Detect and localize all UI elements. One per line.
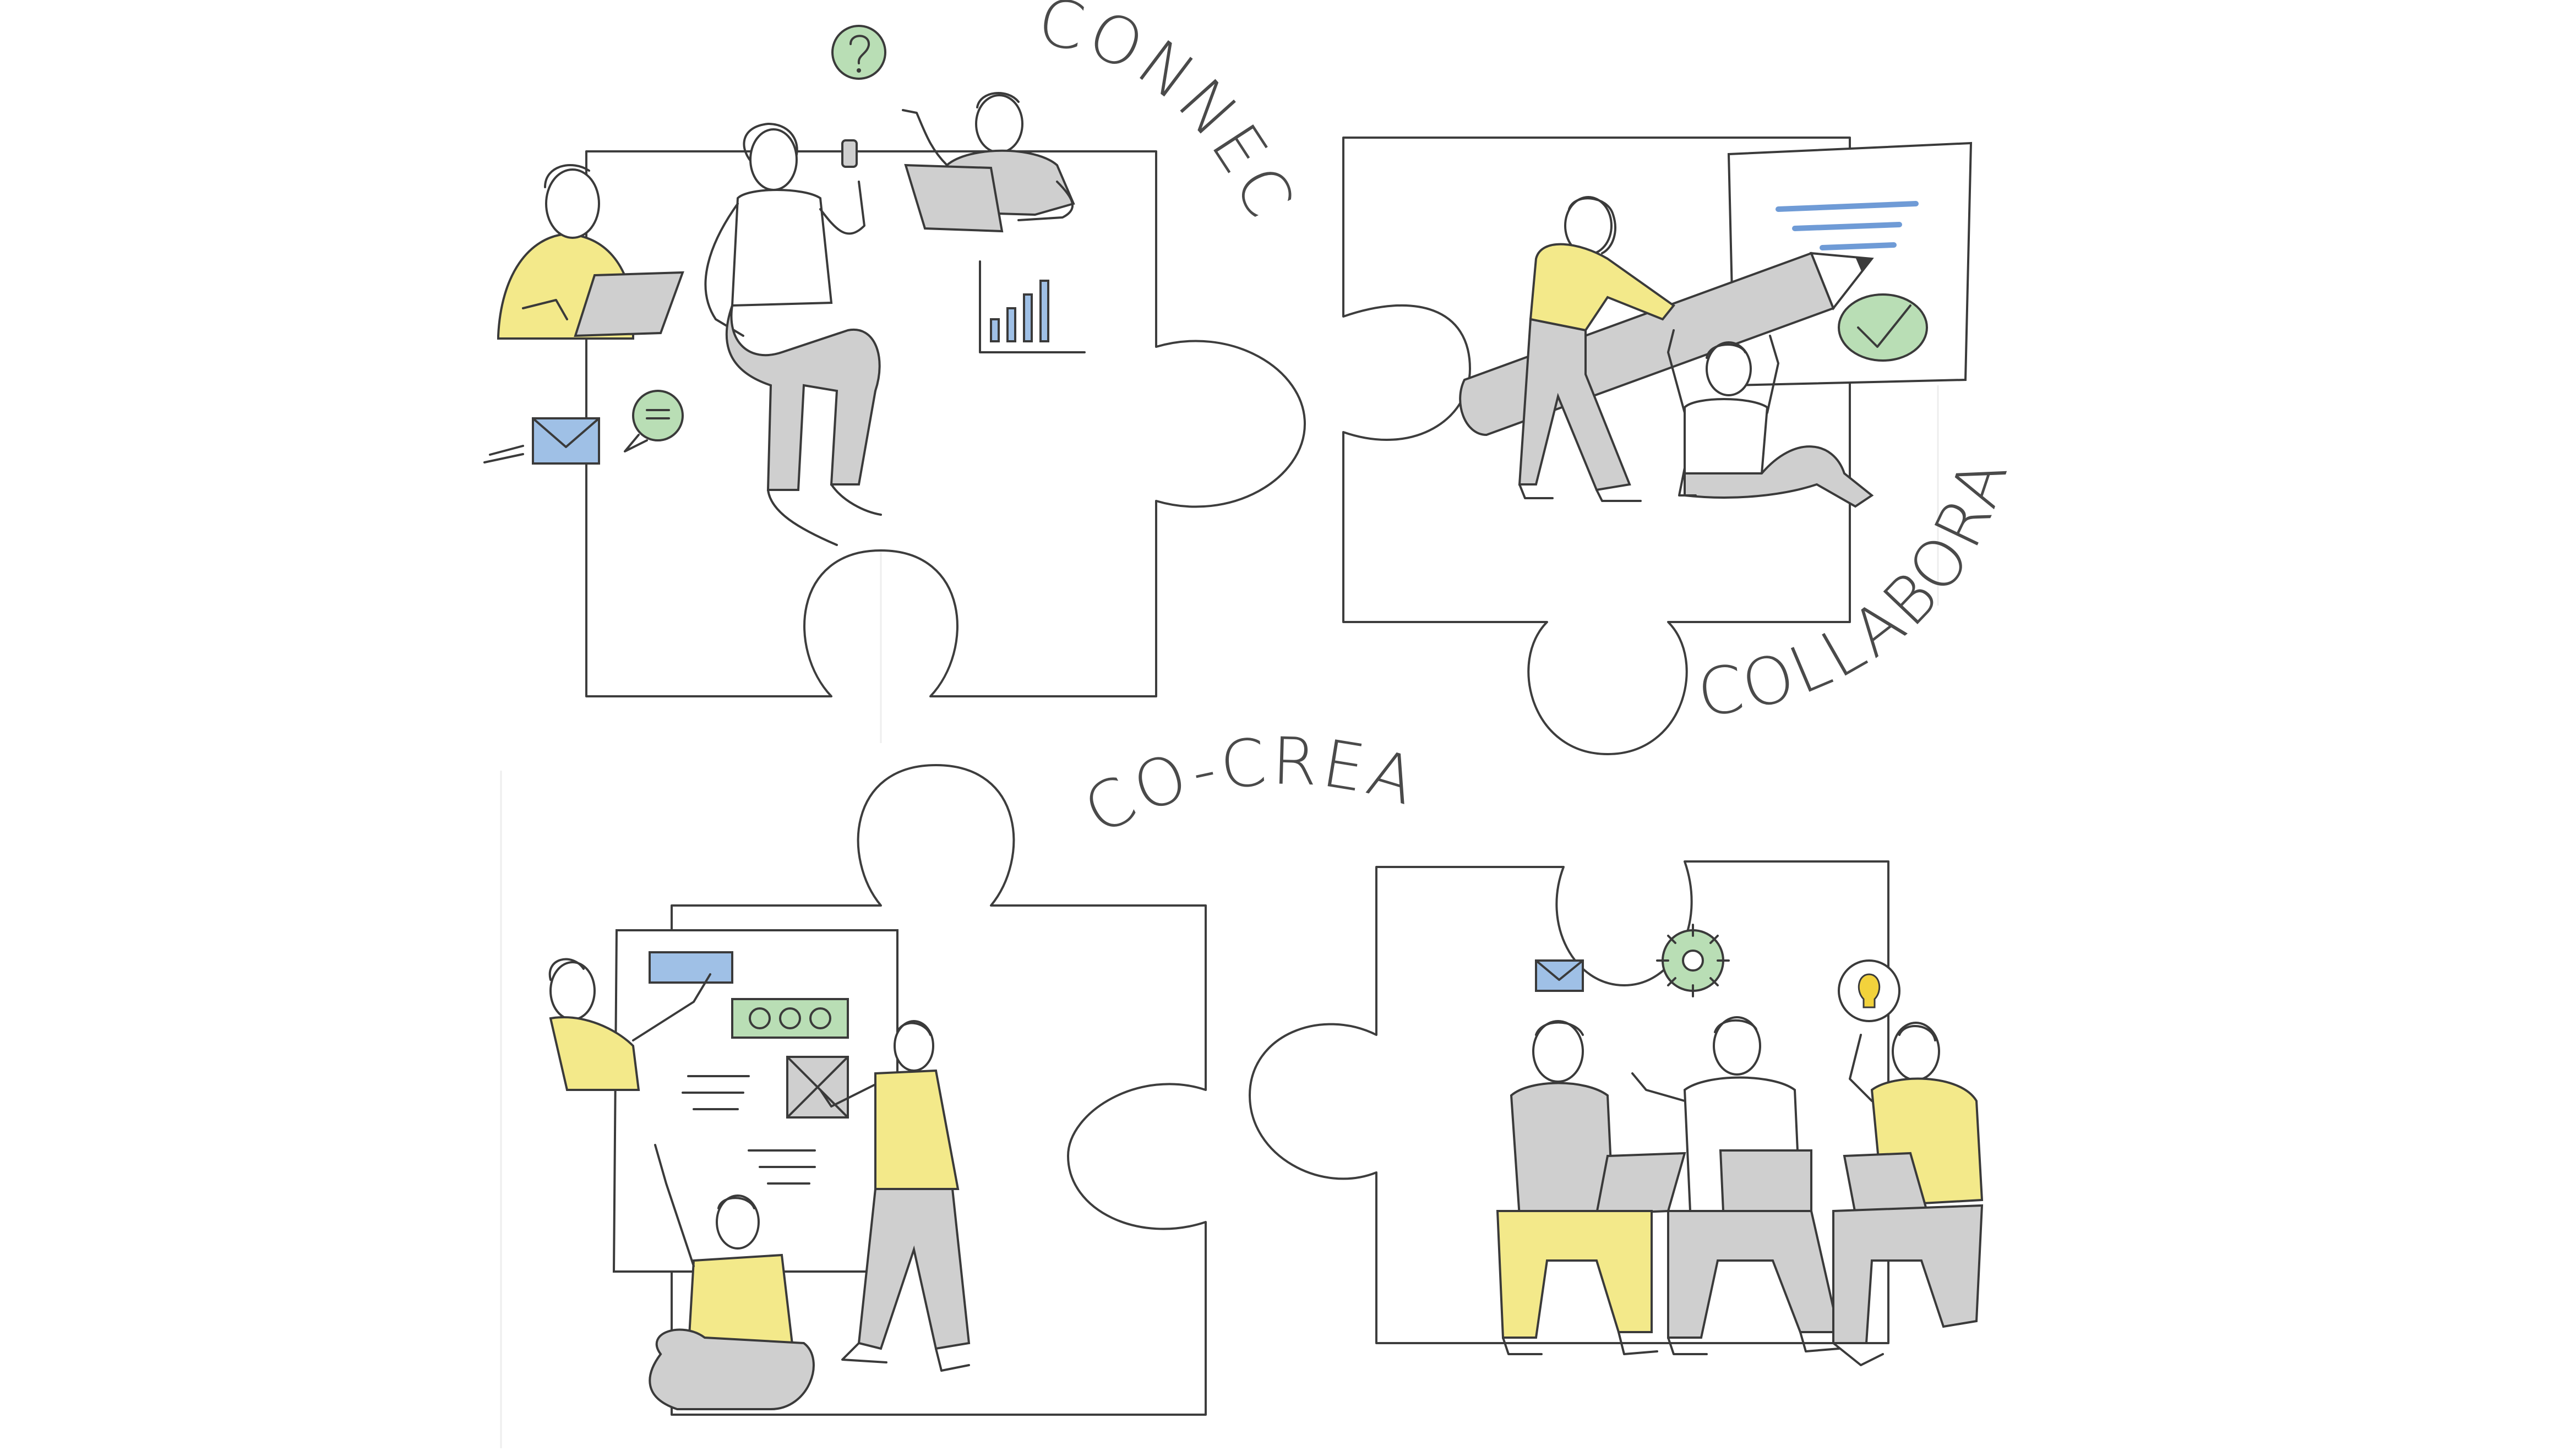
person-waving-with-laptop bbox=[902, 92, 1075, 233]
person-with-laptop-left bbox=[497, 164, 684, 340]
lightbulb-icon bbox=[1838, 959, 1900, 1022]
question-bubble-icon bbox=[831, 25, 886, 80]
puzzle-piece-teamwork bbox=[1249, 860, 1984, 1366]
gear-icon bbox=[1656, 924, 1730, 997]
person-kneeling-holding-pencil bbox=[1667, 329, 1874, 508]
puzzle-piece-collaborate bbox=[1342, 137, 1973, 755]
person-seated-raising-hand bbox=[649, 1144, 815, 1410]
envelope-icon-teamwork bbox=[1535, 959, 1584, 992]
background-guides bbox=[500, 385, 1939, 1448]
puzzle-piece-co-create bbox=[548, 764, 1207, 1416]
person-pushing-pencil bbox=[1518, 196, 1675, 502]
chat-bubble-icon bbox=[624, 390, 684, 452]
puzzle-piece-connect bbox=[483, 25, 1306, 697]
whiteboard bbox=[612, 929, 898, 1273]
person-gesturing-with-laptop bbox=[1631, 1016, 1840, 1355]
person-pointing-board-left bbox=[548, 958, 711, 1091]
person-thinking-with-laptop bbox=[1496, 1020, 1686, 1355]
bar-chart-icon bbox=[979, 260, 1086, 353]
person-with-idea bbox=[1832, 1022, 1984, 1366]
person-pointing-board-right bbox=[819, 1020, 971, 1372]
envelope-icon bbox=[483, 417, 600, 465]
person-sitting-with-phone bbox=[704, 123, 882, 546]
checkmark-icon bbox=[1838, 293, 1928, 362]
